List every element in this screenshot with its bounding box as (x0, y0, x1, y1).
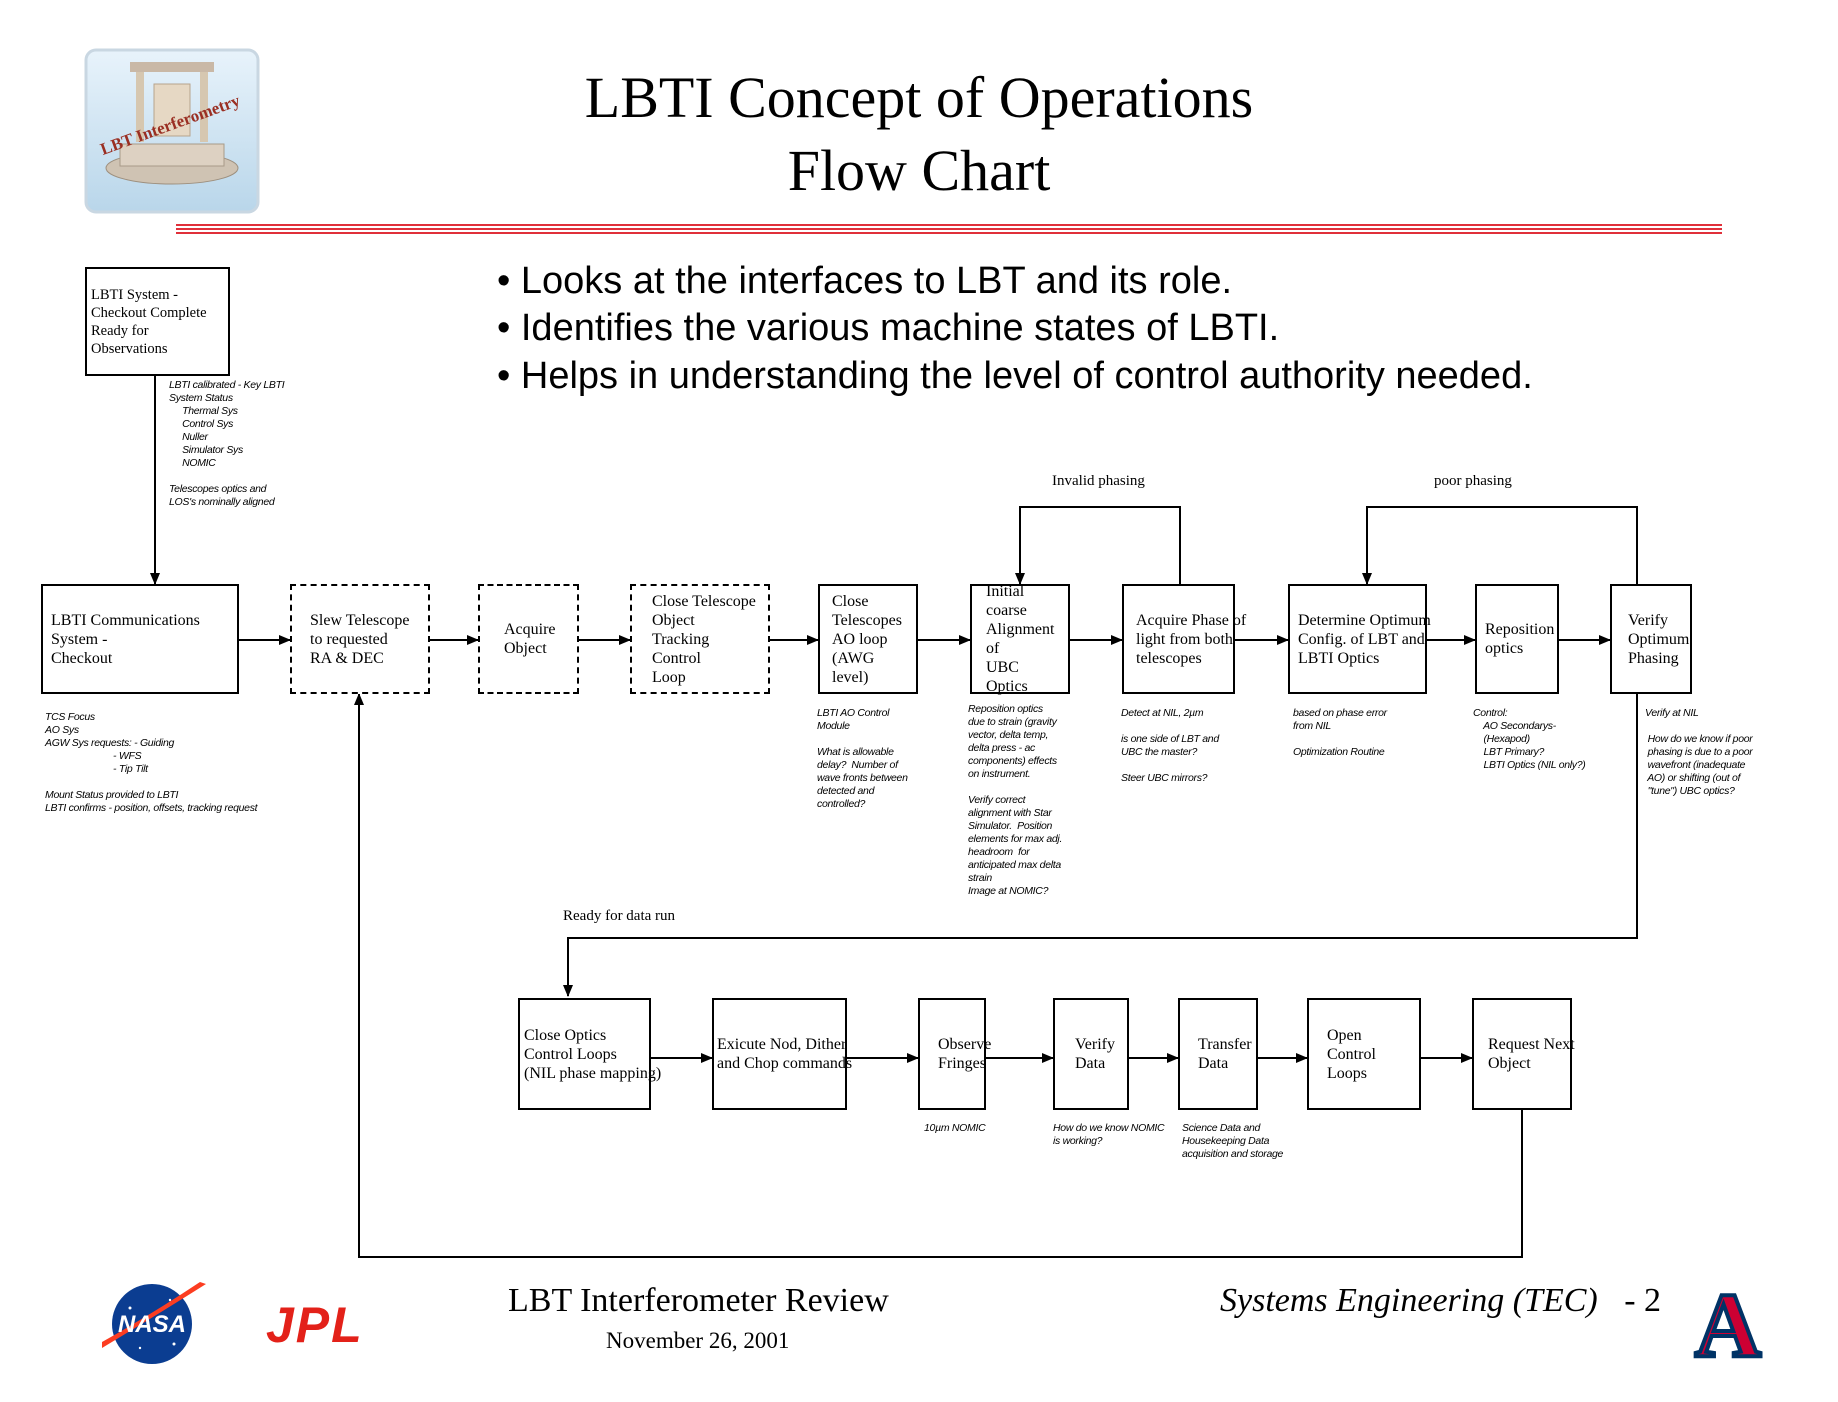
step-verify-data: Verify Data (1053, 998, 1129, 1110)
start-box-label: LBTI System - Checkout Complete Ready fo… (91, 286, 207, 357)
lbt-interferometry-logo: LBT Interferometry (84, 48, 260, 214)
title-rule (176, 224, 1722, 234)
step-coarse-alignment: Initial coarse Alignment of UBC Optics (970, 583, 1070, 695)
footer-title: LBT Interferometer Review (508, 1282, 889, 1319)
step-slew-telescope: Slew Telescope to requested RA & DEC (290, 584, 430, 694)
step-label: Request Next Object (1488, 1036, 1575, 1072)
note-acquire-phase: Detect at NIL, 2µm is one side of LBT an… (1121, 707, 1219, 784)
step-observe-fringes: Observe Fringes (918, 998, 991, 1110)
label-ready-for-data-run: Ready for data run (563, 908, 676, 924)
step-label: Acquire Object (504, 621, 556, 657)
slide-title-line-2: Flow Chart (787, 138, 1051, 203)
step-label: Exicute Nod, Dither and Chop commands (717, 1036, 853, 1072)
step-comms-checkout: LBTI Communications System - Checkout (41, 584, 239, 694)
step-label: Reposition optics (1485, 621, 1555, 657)
ua-logo-text: A (1695, 1280, 1761, 1364)
nasa-logo-text: NASA (118, 1311, 186, 1338)
nasa-logo: NASA (100, 1278, 210, 1368)
note-transfer-data: Science Data and Housekeeping Data acqui… (1182, 1122, 1284, 1160)
step-label: Close Telescope Object Tracking Control … (652, 592, 756, 686)
slide-title-line-1: LBTI Concept of Operations (584, 65, 1254, 130)
bullet-3: • Helps in understanding the level of co… (497, 355, 1533, 397)
step-acquire-phase: Acquire Phase of light from both telesco… (1122, 584, 1246, 694)
step-open-control-loops: Open Control Loops (1307, 998, 1421, 1110)
jpl-logo: JPL (266, 1297, 396, 1353)
note-ao-loop: LBTI AO Control Module What is allowable… (817, 707, 908, 810)
loop-poor-phasing (1362, 506, 1638, 585)
loop-invalid-phasing (1015, 506, 1181, 585)
step-label: LBTI Communications System - Checkout (51, 611, 200, 667)
label-poor-phasing: poor phasing (1434, 473, 1512, 489)
step-label: Open Control Loops (1327, 1026, 1376, 1082)
label-invalid-phasing: Invalid phasing (1052, 473, 1145, 489)
note-verify-phasing: Verify at NIL How do we know if poor pha… (1645, 707, 1753, 797)
start-note: LBTI calibrated - Key LBTI System Status… (169, 379, 285, 508)
step-determine-config: Determine Optimum Config. of LBT and LBT… (1288, 584, 1431, 694)
note-reposition-optics: Control: AO Secondarys- (Hexapod) LBT Pr… (1473, 707, 1586, 771)
footer-section: Systems Engineering (TEC) - 2 (1220, 1282, 1661, 1320)
loop-next-object (354, 693, 1523, 1258)
step-close-ao-loop: Close Telescopes AO loop (AWG level) (818, 584, 918, 694)
note-coarse-alignment: Reposition optics due to strain (gravity… (968, 703, 1063, 897)
bullet-1: • Looks at the interfaces to LBT and its… (497, 260, 1233, 302)
university-of-arizona-logo: A (1688, 1272, 1772, 1378)
start-box: LBTI System - Checkout Complete Ready fo… (85, 267, 230, 376)
step-label: Close Telescopes AO loop (AWG level) (832, 592, 902, 686)
step-acquire-object: Acquire Object (478, 584, 579, 694)
step-label: Close Optics Control Loops (NIL phase ma… (524, 1026, 662, 1082)
step-label: Transfer Data (1198, 1036, 1252, 1072)
note-verify-data: How do we know NOMIC is working? (1053, 1122, 1165, 1147)
page-number: - 2 (1624, 1282, 1662, 1319)
step-label: Acquire Phase of light from both telesco… (1136, 611, 1247, 667)
step-reposition-optics: Reposition optics (1475, 584, 1559, 694)
bullet-2: • Identifies the various machine states … (497, 307, 1280, 349)
step-nod-dither-chop: Exicute Nod, Dither and Chop commands (712, 998, 852, 1110)
step-label: Verify Optimum Phasing (1628, 611, 1690, 667)
bullet-1-text: Looks at the interfaces to LBT and its r… (520, 260, 1233, 302)
bullet-2-text: Identifies the various machine states of… (520, 307, 1280, 349)
note-comms: TCS Focus AO Sys AGW Sys requests: - Gui… (45, 711, 258, 814)
step-transfer-data: Transfer Data (1178, 998, 1258, 1110)
step-label: Determine Optimum Config. of LBT and LBT… (1298, 611, 1431, 667)
note-determine-config: based on phase error from NIL Optimizati… (1293, 707, 1387, 758)
loop-ready-for-data-run (563, 694, 1638, 997)
step-close-tracking-loop: Close Telescope Object Tracking Control … (630, 584, 770, 694)
step-verify-phasing: Verify Optimum Phasing (1610, 584, 1692, 694)
step-label: Observe Fringes (938, 1036, 992, 1072)
footer-date: November 26, 2001 (606, 1328, 790, 1353)
footer-section-label: Systems Engineering (TEC) (1220, 1282, 1598, 1319)
step-label: Initial coarse Alignment of UBC Optics (986, 583, 1055, 695)
bullet-3-text: Helps in understanding the level of cont… (520, 355, 1533, 397)
step-label: Verify Data (1075, 1036, 1115, 1072)
step-close-optics-loops: Close Optics Control Loops (NIL phase ma… (518, 998, 661, 1110)
step-request-next-object: Request Next Object (1472, 998, 1575, 1110)
jpl-logo-text: JPL (266, 1298, 364, 1348)
note-observe-fringes: 10µm NOMIC (924, 1122, 986, 1134)
step-label: Slew Telescope to requested RA & DEC (310, 611, 410, 667)
